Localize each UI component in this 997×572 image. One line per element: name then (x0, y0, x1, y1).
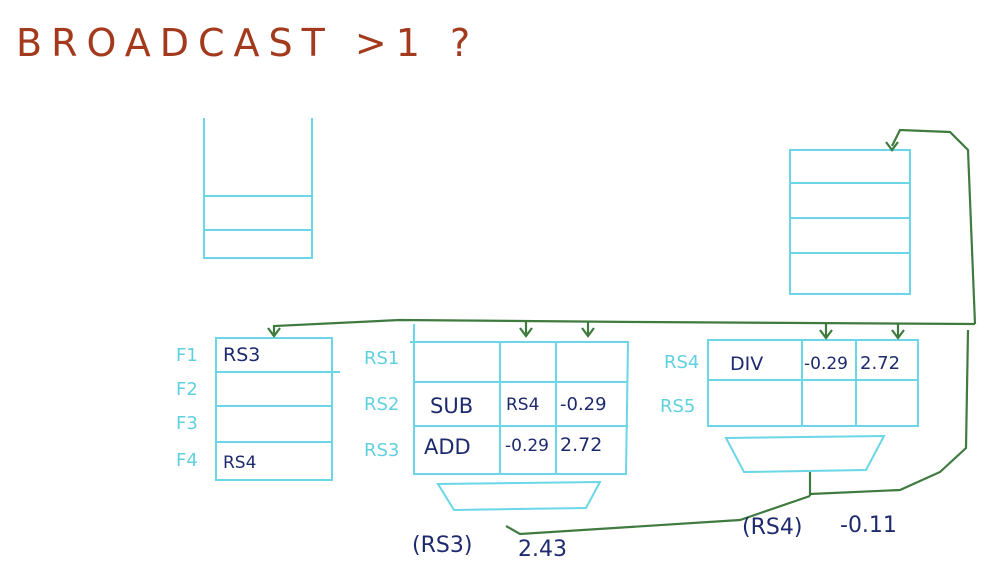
register-label-f3: F3 (176, 413, 198, 434)
rs-label-rs1: RS1 (364, 348, 399, 369)
load-store-buffer (789, 149, 911, 295)
register-value-f1: RS3 (223, 344, 260, 366)
mul-result-value: -0.11 (840, 513, 897, 538)
register-file: F1 F2 F3 F4 RS3 RS4 (176, 337, 340, 481)
rs3-vk: 2.72 (560, 434, 602, 456)
rs-label-rs2: RS2 (364, 394, 399, 415)
multiplier-unit (724, 434, 886, 474)
mul-result-tag: (RS4) (742, 515, 802, 540)
add-result-value: 2.43 (518, 537, 567, 562)
register-label-f4: F4 (176, 450, 198, 471)
register-value-f4: RS4 (223, 453, 256, 473)
rs-mul-unit: RS4 RS5 DIV -0.29 2.72 (660, 339, 919, 427)
rs4-vj: -0.29 (804, 354, 848, 374)
rs-add-unit: RS1 RS2 RS3 SUB RS4 -0.29 ADD -0.29 2.72 (364, 324, 630, 475)
common-data-bus (267, 128, 977, 536)
rs2-vk: -0.29 (560, 394, 607, 415)
add-result-tag: (RS3) (412, 533, 472, 558)
rs4-vk: 2.72 (860, 353, 900, 374)
rs3-op: ADD (424, 435, 471, 459)
rs-label-rs5: RS5 (660, 396, 695, 417)
register-label-f1: F1 (176, 345, 198, 366)
rs4-op: DIV (730, 353, 763, 375)
page-title: BROADCAST >1 ? (16, 21, 479, 65)
rs2-vj: RS4 (506, 395, 539, 415)
register-label-f2: F2 (176, 379, 198, 400)
instruction-queue (203, 118, 313, 259)
rs2-op: SUB (430, 394, 473, 418)
rs-label-rs4: RS4 (664, 352, 699, 373)
rs3-vj: -0.29 (505, 436, 549, 456)
rs-label-rs3: RS3 (364, 440, 399, 461)
adder-unit (436, 480, 602, 512)
